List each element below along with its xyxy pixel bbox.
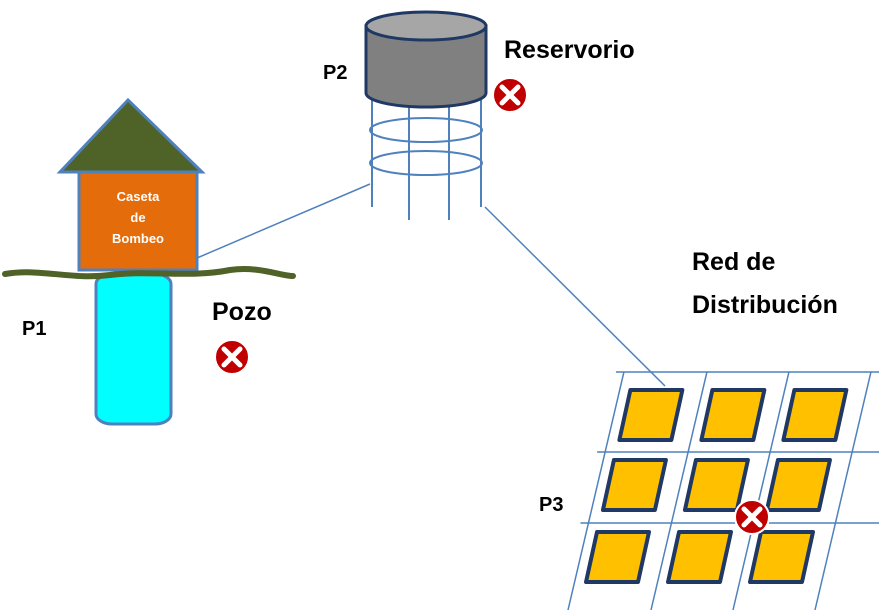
grid-line-v <box>650 371 708 610</box>
grid-tile <box>682 458 750 512</box>
pump-house-body <box>77 170 199 272</box>
pump-house-label-line3: Bombeo <box>112 231 164 246</box>
pipe-tank-to-network <box>484 206 666 387</box>
grid-tile <box>764 458 832 512</box>
marker-reservorio-icon <box>492 77 528 113</box>
ground-line <box>2 266 296 280</box>
pump-house-label-line2: de <box>130 210 146 225</box>
label-p3: P3 <box>539 494 564 516</box>
pipe-well-to-tank <box>196 183 371 259</box>
label-p1: P1 <box>22 318 47 340</box>
well-shaft <box>94 272 173 426</box>
marker-pozo-icon <box>214 339 250 375</box>
grid-tile <box>748 530 815 584</box>
label-p2: P2 <box>323 62 348 84</box>
grid-tile <box>699 388 767 442</box>
grid-tile <box>600 458 668 512</box>
grid-tile <box>666 530 733 584</box>
label-distribucion: Distribución <box>692 291 838 319</box>
pump-house-roof <box>56 97 206 174</box>
pump-house-label: Caseta de Bombeo <box>80 186 196 249</box>
label-pozo: Pozo <box>212 298 272 326</box>
grid-tile <box>617 388 685 442</box>
grid-tile <box>584 530 651 584</box>
distribution-grid <box>567 371 879 610</box>
pump-house <box>56 97 206 272</box>
label-reservorio: Reservorio <box>504 36 635 64</box>
grid-line-v <box>814 371 872 610</box>
marker-red-icon <box>734 499 770 535</box>
grid-tile <box>781 388 849 442</box>
grid-line-v <box>732 371 790 610</box>
pump-house-label-line1: Caseta <box>116 189 160 204</box>
water-tank-tower <box>369 100 483 220</box>
label-red-de: Red de <box>692 248 776 276</box>
water-tank <box>364 10 488 109</box>
grid-line-v <box>567 371 625 610</box>
